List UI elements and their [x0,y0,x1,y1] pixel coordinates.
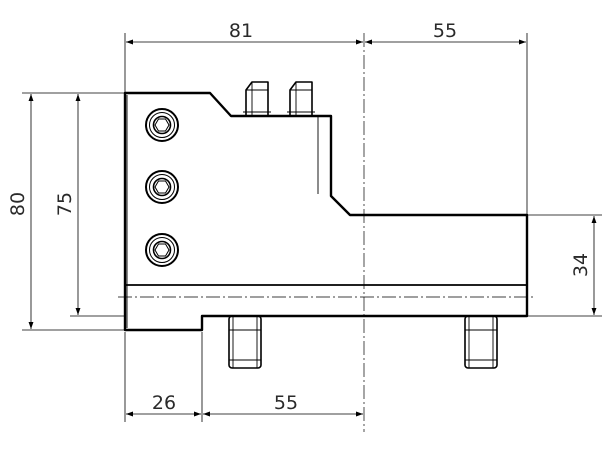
hex-socket-screw-icon [145,170,179,204]
dim-80-label: 80 [7,192,29,216]
hex-socket-screw-icon [145,108,179,142]
dim-55-bottom-label: 55 [274,392,298,414]
bottom-pin [464,315,498,369]
top-pin [243,81,271,116]
extension-lines [22,33,602,422]
dim-75-label: 75 [54,192,76,216]
dim-26-label: 26 [152,392,176,414]
screws [145,108,179,267]
bottom-pin [228,315,262,369]
dim-34-label: 34 [570,253,592,277]
part-outline [123,91,529,332]
dimension-lines [28,39,597,417]
hex-socket-screw-icon [145,233,179,267]
top-pins [243,81,315,116]
dim-55-top-label: 55 [433,20,457,42]
bottom-pins [228,315,498,369]
top-pin [287,81,315,116]
dim-81-label: 81 [229,20,253,42]
dimension-labels: 81 55 80 75 34 26 55 [7,20,592,414]
center-lines [118,33,534,432]
